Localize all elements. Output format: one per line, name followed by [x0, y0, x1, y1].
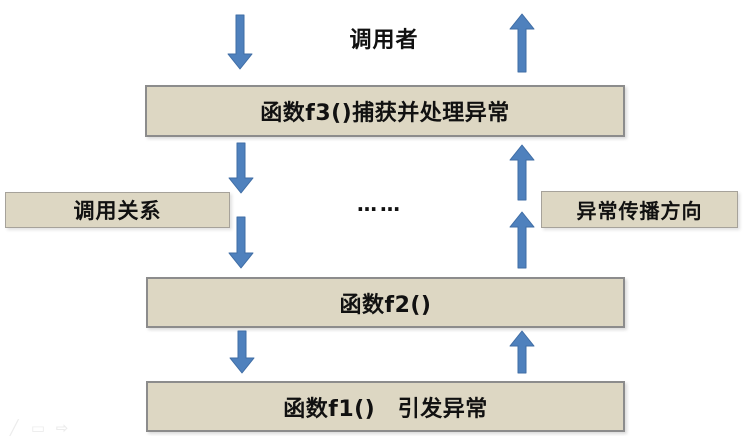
- next-arrow-icon: ⇨: [55, 419, 69, 436]
- slide-icon: ▭: [30, 419, 46, 436]
- exception-up-arrow-top: [509, 13, 535, 73]
- function-f1-box: 函数f1() 引发异常: [146, 381, 625, 432]
- exception-direction-legend: 异常传播方向: [541, 191, 738, 228]
- pencil-icon: ╱: [9, 419, 19, 436]
- call-down-arrow-top: [227, 14, 253, 70]
- function-f3-box: 函数f3()捕获并处理异常: [145, 85, 625, 137]
- function-f2-box: 函数f2(): [146, 277, 625, 328]
- call-down-arrow-bottom: [229, 330, 255, 374]
- caller-label: 调用者: [349, 28, 419, 53]
- call-relationship-legend: 调用关系: [5, 192, 230, 228]
- call-down-arrow-upper: [228, 142, 254, 194]
- exception-up-arrow-bottom: [509, 330, 535, 374]
- exception-up-arrow-upper: [509, 144, 535, 201]
- call-down-arrow-lower: [228, 216, 254, 269]
- exception-up-arrow-lower: [509, 211, 535, 269]
- watermark-controls: ╱ ▭ ⇨: [6, 419, 70, 436]
- ellipsis-dots: ……: [357, 192, 403, 216]
